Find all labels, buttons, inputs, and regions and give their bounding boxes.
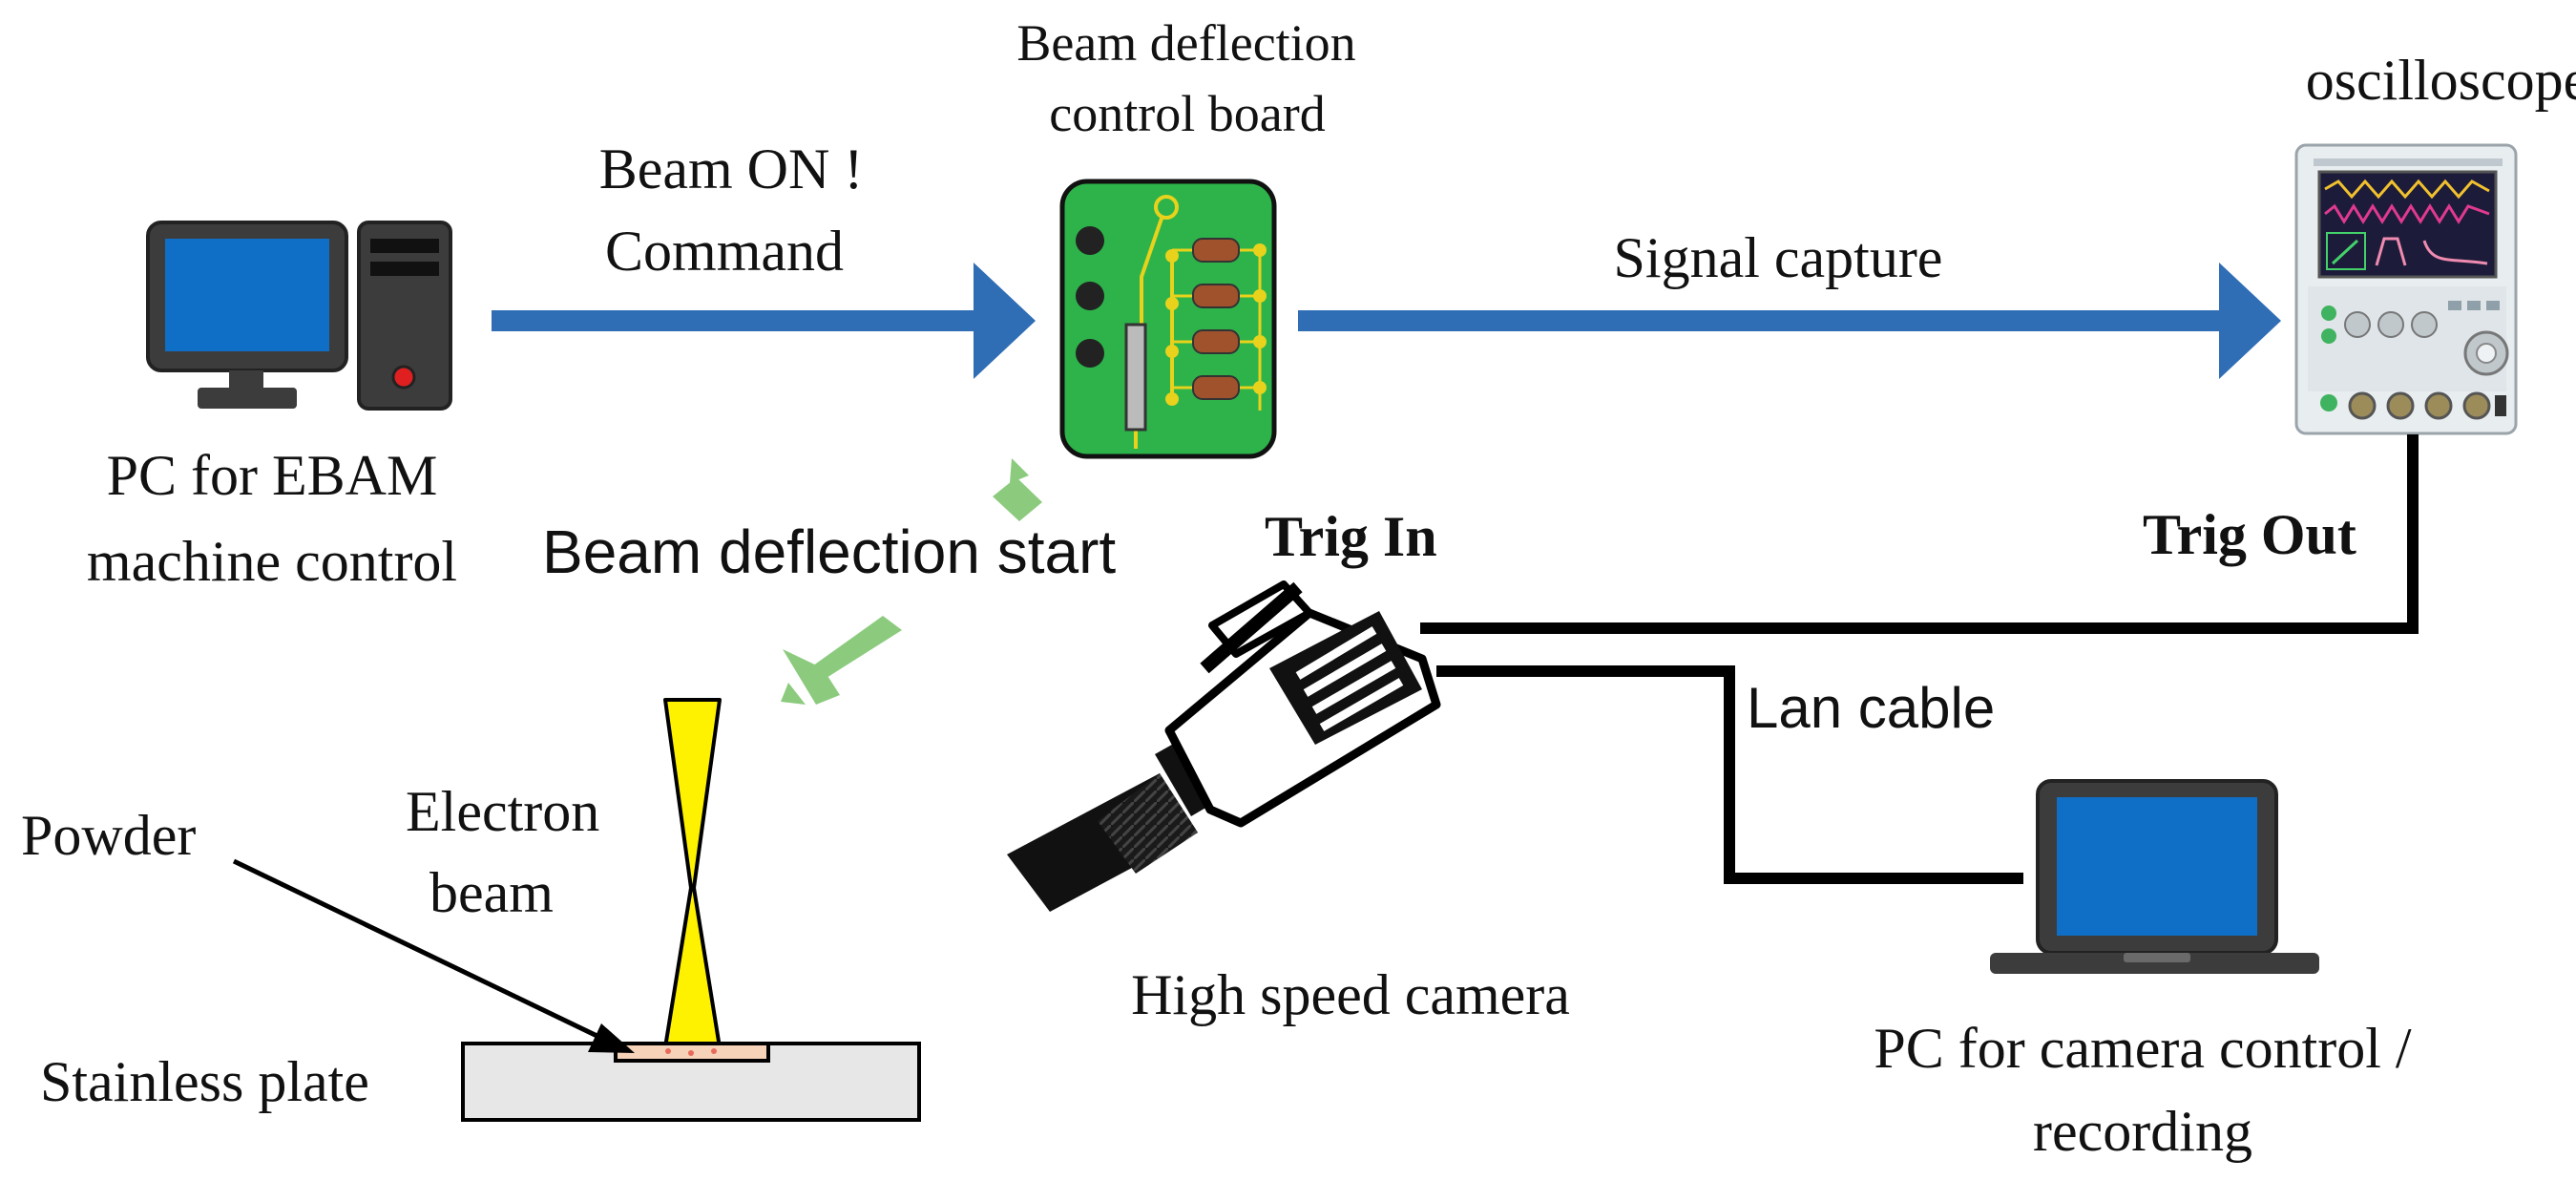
trig-in-label: Trig In: [1265, 505, 1437, 568]
beam-on-label-line2: Command: [605, 220, 844, 283]
powder-label: Powder: [21, 804, 196, 867]
signal-capture-label: Signal capture: [1614, 226, 1943, 289]
beam-deflection-start-label: Beam deflection start: [542, 517, 1116, 586]
stainless-plate: [461, 1042, 921, 1122]
oscilloscope-label: oscilloscope: [2306, 49, 2576, 112]
pc-ebam-label-line1: PC for EBAM: [107, 444, 438, 507]
lan-cable-label: Lan cable: [1747, 676, 1995, 740]
electron-beam-label-line2: beam: [429, 861, 554, 924]
electron-beam-label-line1: Electron: [406, 780, 599, 843]
lan-cable-line: [1436, 665, 2023, 884]
electron-beam-icon: [663, 698, 722, 1049]
powder-layer: [614, 1042, 770, 1063]
oscilloscope-icon: [2294, 143, 2518, 435]
pc-ebam-label-line2: machine control: [87, 530, 457, 593]
beam-on-arrow: [492, 263, 1036, 379]
high-speed-camera-icon: [1007, 580, 1441, 912]
signal-capture-arrow: [1298, 263, 2281, 379]
board-label-line2: control board: [1049, 85, 1325, 142]
board-label-line1: Beam deflection: [1016, 14, 1355, 72]
pc-camera-label-line2: recording: [2033, 1100, 2252, 1163]
pc-camera-label-line1: PC for camera control /: [1874, 1017, 2411, 1080]
powder-pointer-arrow: [232, 858, 635, 1053]
trig-out-label: Trig Out: [2143, 503, 2356, 566]
beam-deflection-arrow: [781, 458, 1042, 705]
desktop-computer-icon: [146, 221, 452, 411]
stainless-plate-label: Stainless plate: [40, 1050, 369, 1113]
circuit-board-icon: [1059, 179, 1277, 459]
beam-on-label-line1: Beam ON !: [599, 137, 864, 200]
laptop-icon: [1990, 779, 2319, 974]
high-speed-camera-label: High speed camera: [1131, 963, 1570, 1026]
trig-cable: [1420, 434, 2419, 634]
